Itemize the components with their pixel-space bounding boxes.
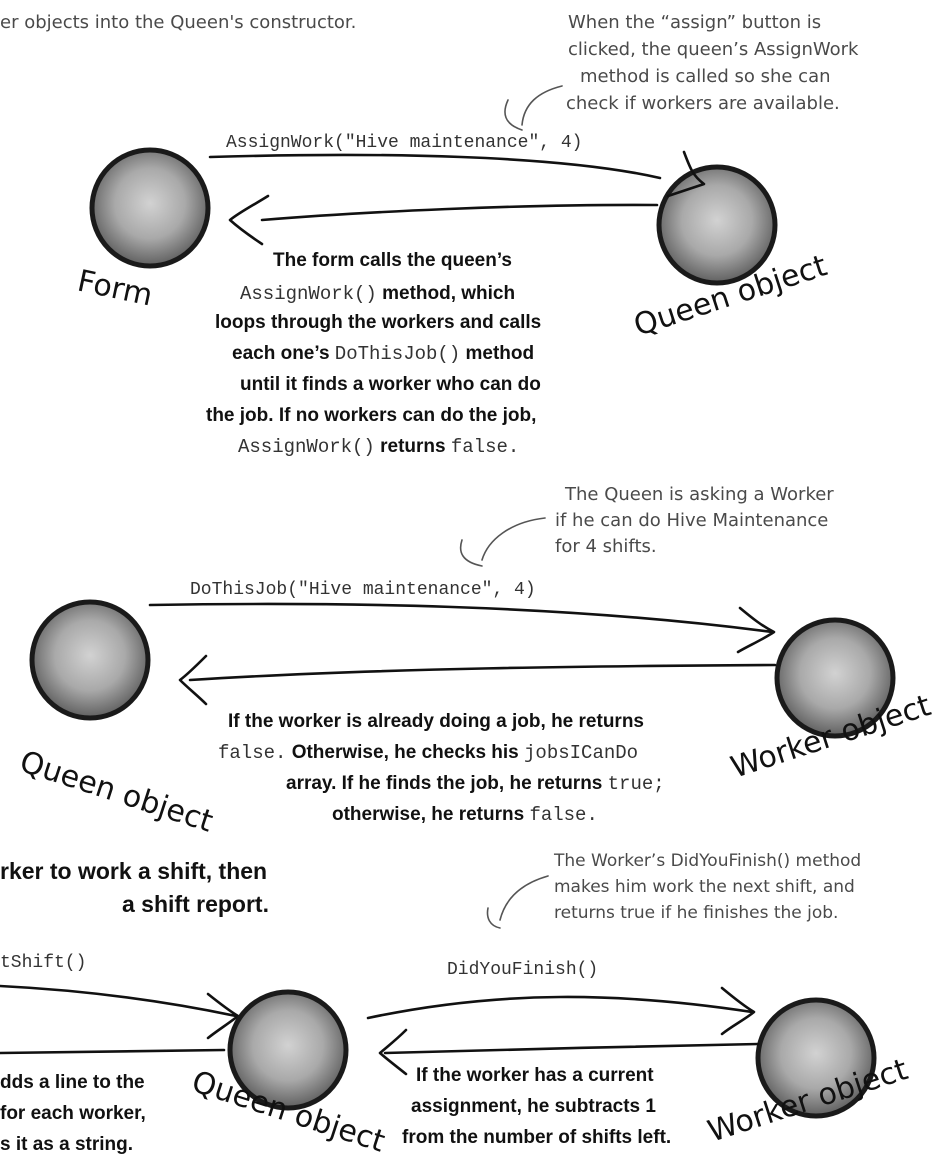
assign-note-line-2: clicked, the queen’s AssignWork bbox=[568, 39, 859, 60]
section-do-this-job: The Queen is asking a Worker if he can d… bbox=[16, 484, 936, 840]
form-to-queen-arrow bbox=[210, 152, 704, 196]
assign-desc-line-6: the job. If no workers can do the job, bbox=[206, 405, 536, 426]
didyoufinish-note-line-1: The Worker’s DidYouFinish() method bbox=[553, 851, 861, 871]
report-return-line bbox=[0, 1050, 224, 1053]
didyoufinish-note-pointer bbox=[488, 876, 549, 928]
top-intro-text: er objects into the Queen's constructor. bbox=[0, 12, 356, 33]
subtract-desc-line-3: from the number of shifts left. bbox=[402, 1127, 671, 1148]
dothisjob-call: DoThisJob("Hive maintenance", 4) bbox=[190, 580, 536, 600]
dothisjob-note-pointer bbox=[461, 518, 545, 566]
dothisjob-desc-line-1: If the worker is already doing a job, he… bbox=[228, 711, 644, 732]
report-desc-line-1: dds a line to the bbox=[0, 1072, 145, 1093]
queen-to-worker-arrow-2 bbox=[368, 988, 754, 1034]
assign-desc-line-5: until it finds a worker who can do bbox=[240, 374, 541, 395]
queen-object-sphere-2 bbox=[32, 602, 148, 718]
next-shift-arrow bbox=[0, 986, 238, 1038]
subtract-desc-line-1: If the worker has a current bbox=[416, 1065, 654, 1086]
shift-heading-line-1: rker to work a shift, then bbox=[0, 858, 267, 884]
dothisjob-note-line-3: for 4 shifts. bbox=[555, 536, 657, 557]
form-label: Form bbox=[74, 264, 155, 314]
section-did-you-finish: rker to work a shift, then a shift repor… bbox=[0, 851, 912, 1155]
assign-note-pointer bbox=[505, 86, 562, 130]
queen-to-worker-arrow bbox=[150, 604, 774, 652]
assign-work-call: AssignWork("Hive maintenance", 4) bbox=[226, 133, 582, 153]
assign-note-line-1: When the “assign” button is bbox=[568, 12, 821, 33]
didyoufinish-note-line-2: makes him work the next shift, and bbox=[554, 877, 855, 897]
dothisjob-desc-line-3: array. If he finds the job, he returns t… bbox=[286, 773, 665, 795]
shift-heading-line-2: a shift report. bbox=[122, 891, 269, 917]
next-shift-call: tShift() bbox=[0, 953, 86, 973]
dothisjob-note-line-1: The Queen is asking a Worker bbox=[564, 484, 834, 505]
assign-desc-line-7: AssignWork() returns false. bbox=[238, 436, 519, 458]
report-desc-line-2: for each worker, bbox=[0, 1103, 146, 1124]
report-desc-line-3: s it as a string. bbox=[0, 1134, 133, 1155]
assign-desc-line-3: loops through the workers and calls bbox=[215, 312, 541, 333]
dothisjob-desc-line-4: otherwise, he returns false. bbox=[332, 804, 598, 826]
queen-to-form-arrow bbox=[230, 196, 657, 244]
subtract-desc-line-2: assignment, he subtracts 1 bbox=[411, 1096, 656, 1117]
assign-note-line-3: method is called so she can bbox=[580, 66, 831, 87]
assign-desc-line-2: AssignWork() method, which bbox=[240, 283, 515, 305]
queen-object-sphere bbox=[659, 167, 775, 283]
didyoufinish-note-line-3: returns true if he finishes the job. bbox=[554, 903, 838, 923]
dothisjob-desc-line-2: false. Otherwise, he checks his jobsICan… bbox=[218, 742, 638, 764]
section-assign-work: When the “assign” button is clicked, the… bbox=[74, 12, 859, 458]
queen-object-label-2: Queen object bbox=[16, 744, 218, 839]
worker-to-queen-arrow bbox=[180, 656, 775, 704]
dothisjob-note-line-2: if he can do Hive Maintenance bbox=[555, 510, 828, 531]
form-object-sphere bbox=[92, 150, 208, 266]
didyoufinish-call: DidYouFinish() bbox=[447, 960, 598, 980]
assign-note-line-4: check if workers are available. bbox=[566, 93, 840, 114]
assign-desc-line-1: The form calls the queen’s bbox=[273, 250, 512, 271]
assign-desc-line-4: each one’s DoThisJob() method bbox=[232, 343, 534, 365]
